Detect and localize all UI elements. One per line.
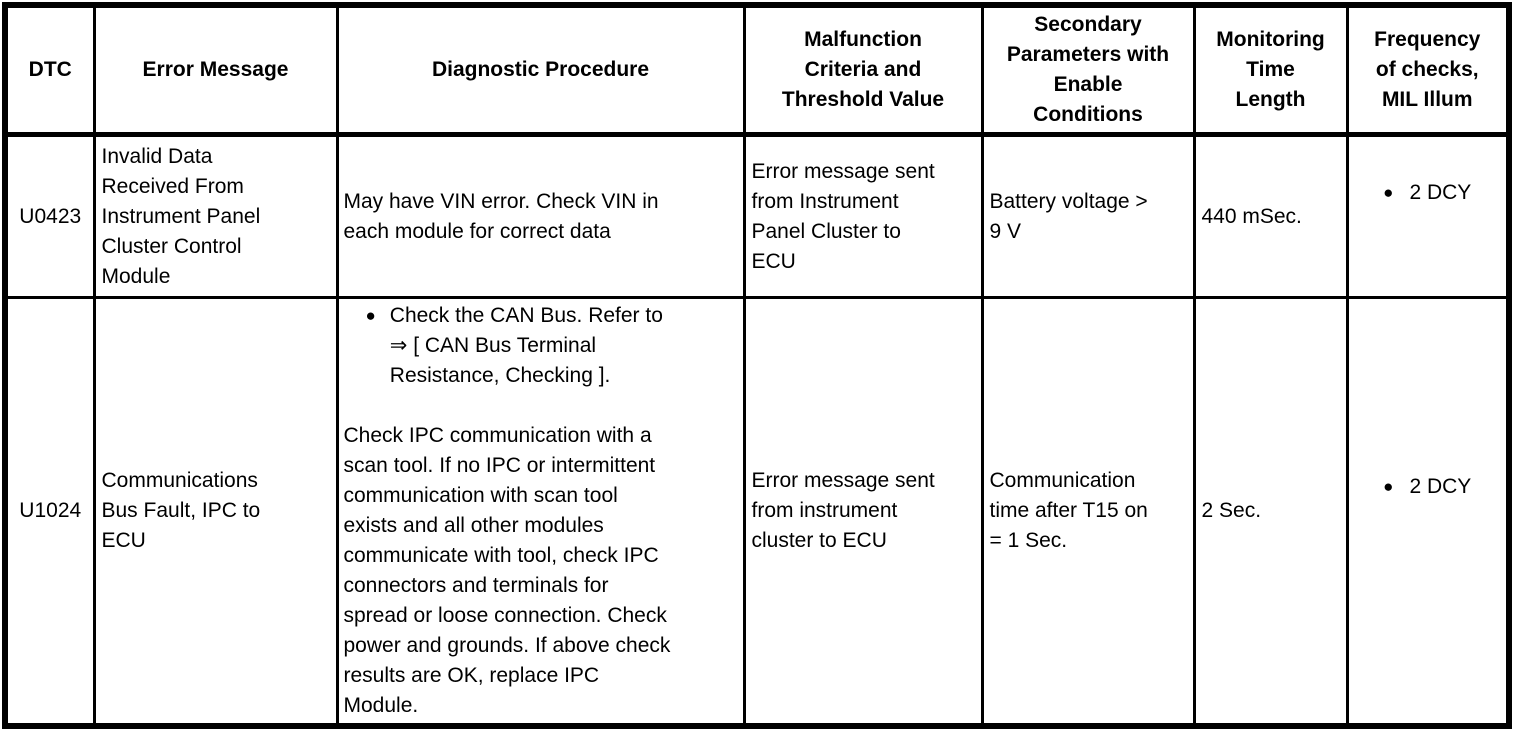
diagnostic-bullet-text: Check the CAN Bus. Refer to ⇒ [ CAN Bus …	[389, 304, 663, 387]
table-row-u0423: U0423 Invalid Data Received From Instrum…	[3, 133, 1511, 299]
header-cell-diagnostic-procedure: Diagnostic Procedure	[335, 3, 746, 137]
cell-monitoring-time: 2 Sec.	[1192, 296, 1349, 728]
cell-frequency: ● 2 DCY	[1345, 296, 1511, 728]
cell-error-message: Communications Bus Fault, IPC to ECU	[92, 296, 339, 728]
cell-error-message: Invalid Data Received From Instrument Pa…	[92, 133, 339, 299]
cell-dtc: U0423	[3, 133, 96, 299]
cell-secondary-parameters: Communication time after T15 on = 1 Sec.	[980, 296, 1196, 728]
header-cell-secondary-parameters: Secondary Parameters with Enable Conditi…	[980, 3, 1196, 137]
header-cell-malfunction-criteria: Malfunction Criteria and Threshold Value	[742, 3, 984, 137]
cell-malfunction-criteria: Error message sent from instrument clust…	[742, 296, 984, 728]
cell-diagnostic-procedure: ● Check the CAN Bus. Refer to ⇒ [ CAN Bu…	[335, 296, 746, 728]
frequency-value: 2 DCY	[1409, 475, 1472, 498]
frequency-list-item: ● 2 DCY	[1355, 178, 1501, 208]
cell-frequency: ● 2 DCY	[1345, 133, 1511, 299]
cell-monitoring-time: 440 mSec.	[1192, 133, 1349, 299]
header-cell-frequency: Frequency of checks, MIL Illum	[1345, 3, 1511, 137]
header-cell-error-message: Error Message	[92, 3, 339, 137]
bullet-icon: ●	[1383, 477, 1394, 496]
bullet-icon: ●	[1383, 182, 1394, 202]
frequency-list-item: ● 2 DCY	[1355, 472, 1501, 502]
diagnostic-paragraph: Check IPC communication with a scan tool…	[343, 424, 671, 717]
cell-secondary-parameters: Battery voltage > 9 V	[980, 133, 1196, 299]
header-row: DTC Error Message Diagnostic Procedure M…	[3, 3, 1511, 137]
bullet-icon: ●	[365, 306, 376, 325]
cell-diagnostic-procedure: May have VIN error. Check VIN in each mo…	[335, 133, 746, 299]
header-cell-monitoring-time: Monitoring Time Length	[1192, 3, 1349, 137]
cell-dtc: U1024	[3, 296, 96, 728]
table-row-u1024: U1024 Communications Bus Fault, IPC to E…	[3, 296, 1511, 728]
frequency-value: 2 DCY	[1409, 180, 1472, 204]
diagnostic-bullet-item: ● Check the CAN Bus. Refer to ⇒ [ CAN Bu…	[366, 301, 738, 391]
table-header: DTC Error Message Diagnostic Procedure M…	[3, 3, 1511, 137]
header-cell-dtc: DTC	[3, 3, 96, 137]
cell-malfunction-criteria: Error message sent from Instrument Panel…	[742, 133, 984, 299]
